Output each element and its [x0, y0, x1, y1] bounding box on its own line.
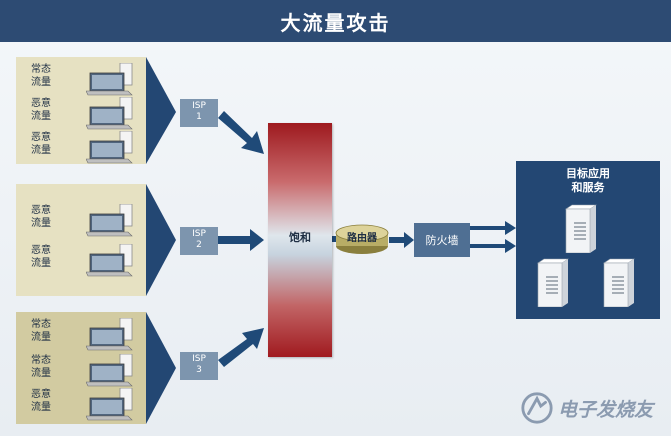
- traffic-label: 常态 流量: [31, 355, 51, 379]
- traffic-label: 常态 流量: [31, 64, 51, 88]
- arrow-router-to-firewall: [389, 232, 414, 248]
- traffic-label: 恶意 流量: [31, 205, 51, 229]
- traffic-entry: 恶意 流量: [16, 386, 146, 426]
- funnel-shape-2: [146, 184, 176, 296]
- target-label: 目标应用 和服务: [566, 167, 610, 194]
- saturation-bar: 饱和: [268, 123, 332, 357]
- arrow-isp3-to-saturation: [218, 328, 264, 367]
- laptop-icon: [86, 388, 133, 421]
- laptop-icon: [86, 131, 133, 164]
- traffic-label: 恶意 流量: [31, 132, 51, 156]
- traffic-entry: 恶意 流量: [16, 95, 146, 135]
- router-icon: [335, 224, 389, 254]
- arrow-saturation-to-router: [332, 236, 336, 242]
- saturation-label: 饱和: [289, 231, 311, 244]
- watermark-text: 电子发烧友: [558, 398, 654, 421]
- firewall-box: 防火墙: [414, 223, 470, 257]
- laptop-icon: [86, 97, 133, 130]
- laptop-icon: [86, 244, 133, 277]
- server-icon: [537, 258, 569, 307]
- traffic-entry: 恶意 流量: [16, 129, 146, 169]
- arrow-isp1-to-saturation: [218, 111, 264, 154]
- server-icon: [565, 204, 597, 253]
- isp-box-3: ISP 3: [180, 352, 218, 380]
- server-icon: [603, 258, 635, 307]
- traffic-label: 恶意 流量: [31, 389, 51, 413]
- traffic-entry: 常态 流量: [16, 352, 146, 392]
- traffic-entry: 恶意 流量: [16, 202, 146, 242]
- router-label: 路由器: [347, 233, 377, 244]
- watermark-logo-icon: [521, 392, 553, 424]
- funnel-shape-3: [146, 312, 176, 424]
- traffic-entry: 恶意 流量: [16, 242, 146, 282]
- target-services-box: 目标应用 和服务: [516, 161, 660, 319]
- traffic-group-1: 常态 流量 恶意 流量 恶意 流量: [16, 57, 146, 164]
- traffic-group-3: 常态 流量 常态 流量 恶意 流量: [16, 312, 146, 424]
- traffic-entry: 常态 流量: [16, 61, 146, 101]
- laptop-icon: [86, 204, 133, 237]
- traffic-label: 常态 流量: [31, 319, 51, 343]
- arrow-firewall-to-target-1: [470, 221, 516, 235]
- funnel-shape-1: [146, 57, 176, 164]
- traffic-entry: 常态 流量: [16, 316, 146, 356]
- traffic-label: 恶意 流量: [31, 245, 51, 269]
- arrow-isp2-to-saturation: [218, 229, 264, 251]
- watermark: 电子发烧友: [520, 388, 670, 428]
- traffic-group-2: 恶意 流量 恶意 流量: [16, 184, 146, 296]
- laptop-icon: [86, 63, 133, 96]
- router: 路由器: [335, 222, 389, 256]
- laptop-icon: [86, 354, 133, 387]
- laptop-icon: [86, 318, 133, 351]
- diagram-title: 大流量攻击: [0, 0, 671, 42]
- isp-box-1: ISP 1: [180, 99, 218, 127]
- traffic-label: 恶意 流量: [31, 98, 51, 122]
- isp-box-2: ISP 2: [180, 227, 218, 255]
- arrow-firewall-to-target-2: [470, 239, 516, 253]
